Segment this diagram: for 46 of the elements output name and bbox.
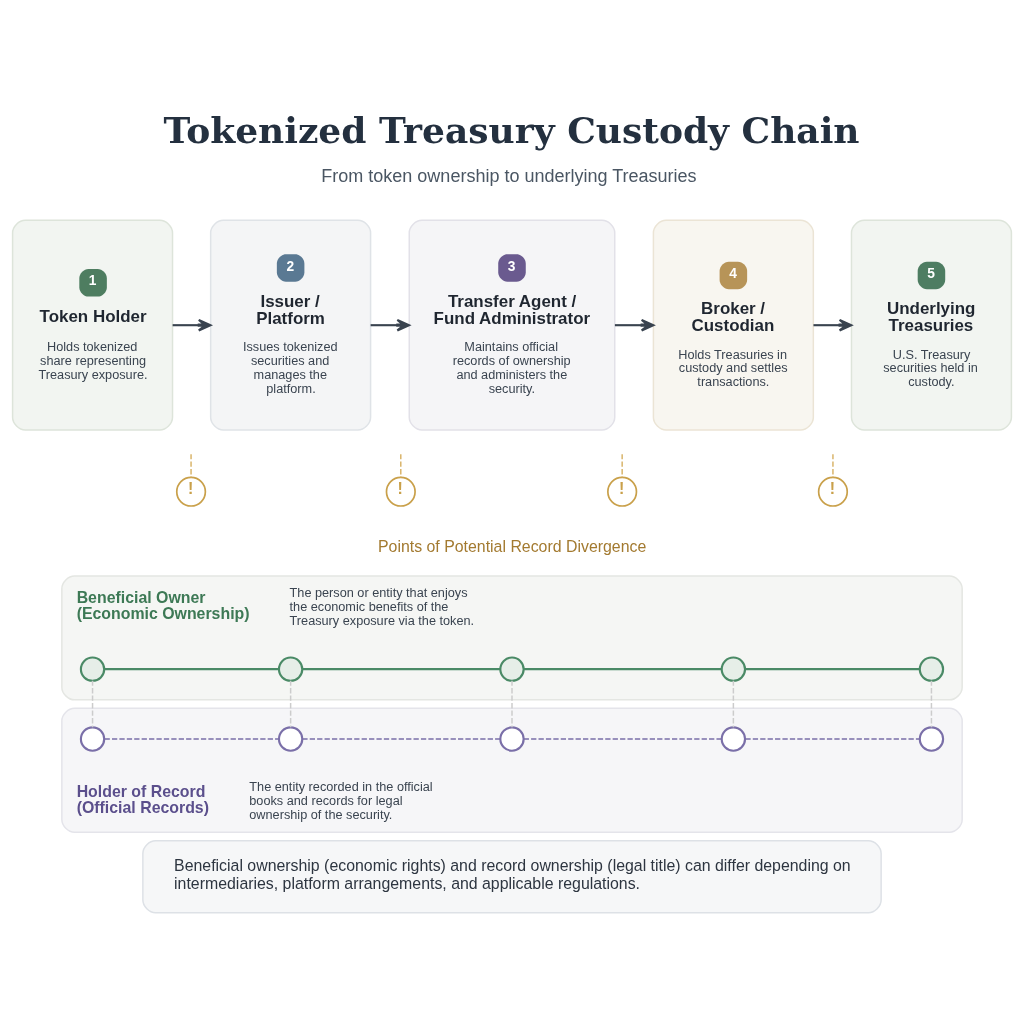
- cluster: Beneficial Owner (Economic Ownership) The person or entity that enjoys the economic benefits of the Treasury exposure via the token.: [61, 575, 963, 701]
- node-circle: [918, 726, 945, 752]
- arrow: [370, 318, 411, 332]
- connector: [91, 680, 94, 728]
- connector: [832, 453, 834, 479]
- node-circle: !: [385, 476, 416, 507]
- connector: [511, 680, 513, 728]
- connector: [745, 668, 920, 671]
- node-circle: [79, 726, 106, 752]
- node-circle: [499, 726, 525, 752]
- node-circle: [918, 656, 945, 682]
- connector: [744, 738, 921, 740]
- connector: [302, 668, 501, 671]
- node-circle: [277, 656, 304, 682]
- node-box: 3 Transfer Agent / Fund Administrator Maintains official records of ownership and administers the security.: [408, 219, 616, 431]
- node-circle: [79, 656, 106, 682]
- connector: [400, 453, 402, 479]
- connector: [103, 738, 280, 740]
- arrow: [172, 318, 212, 332]
- cluster: Holder of Record (Official Records) The entity recorded in the official books and records for legal ownership of the security.: [61, 707, 963, 833]
- connector: [301, 738, 501, 740]
- connector: [930, 680, 933, 728]
- label: Points of Potential Record Divergence: [378, 538, 647, 556]
- node-circle: [720, 726, 747, 752]
- arrow: [614, 318, 655, 332]
- diagram-title: Tokenized Treasury Custody Chain: [163, 109, 860, 152]
- label: From token ownership to underlying Treasuries: [321, 166, 697, 187]
- connector: [289, 680, 292, 728]
- connector: [104, 668, 279, 671]
- connector: [522, 738, 723, 740]
- node-circle: [277, 726, 304, 752]
- node-box: 2 Issuer / Platform Issues tokenized securities and manages the platform.: [209, 219, 372, 431]
- node-box: Beneficial ownership (economic rights) and record ownership (legal title) can differ depending on intermediaries, platform arrangements, and applicable regulations.: [142, 840, 882, 914]
- connector: [190, 453, 192, 479]
- node-circle: !: [817, 476, 849, 507]
- node-circle: !: [607, 476, 638, 507]
- connector: [732, 680, 735, 728]
- node-circle: !: [175, 476, 207, 507]
- connector: [523, 668, 722, 671]
- node-circle: [720, 656, 747, 682]
- node-box: 5 Underlying Treasuries U.S. Treasury securities held in custody.: [850, 219, 1013, 431]
- arrow: [813, 318, 853, 332]
- node-box: 4 Broker / Custodian Holds Treasuries in custody and settles transactions.: [652, 219, 815, 431]
- connector: [621, 453, 623, 479]
- node-box: 1 Token Holder Holds tokenized share representing Treasury exposure.: [11, 219, 174, 431]
- node-circle: [499, 656, 525, 682]
